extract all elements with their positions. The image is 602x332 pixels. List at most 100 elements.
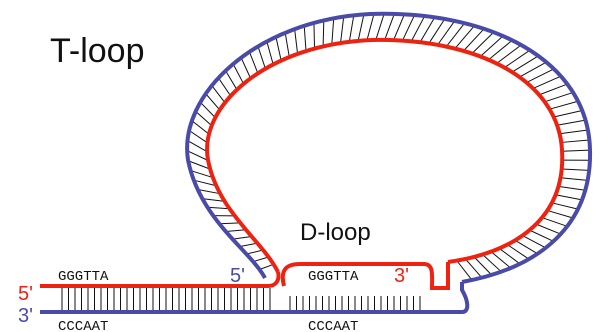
base-pair-rung [331, 18, 335, 45]
base-pair-rung [211, 85, 226, 104]
base-pair-rung [248, 51, 259, 74]
base-pair-rung [544, 91, 574, 103]
blue-3prime-end-label: 3' [18, 305, 33, 327]
red-5prime-end-label: 5' [18, 283, 33, 305]
base-pair-rung [454, 25, 475, 49]
base-pair-rung [266, 41, 274, 65]
base-pair-rung [490, 251, 511, 269]
red-strand-d-loop [280, 262, 450, 290]
base-pair-rung [437, 20, 456, 46]
base-pair-rung [187, 140, 208, 153]
base-pair-rung [482, 254, 502, 273]
base-pair-rung [558, 185, 586, 191]
base-pair-rung [532, 75, 562, 89]
base-pair-rung [384, 13, 395, 41]
base-pair-rung [556, 119, 586, 126]
base-pair-rung [348, 15, 355, 42]
base-pair-rung [257, 46, 266, 69]
base-pair-rung [322, 20, 325, 47]
base-pair-rung [547, 209, 574, 219]
base-pair-rung [549, 100, 579, 110]
base-pair-rung [538, 83, 568, 96]
base-pair-rung [195, 110, 212, 127]
base-pair-rung [535, 223, 561, 235]
base-pair-rung [200, 101, 216, 118]
base-pair-rung [463, 28, 485, 52]
base-pair-rung [553, 110, 583, 118]
base-pair-rung [529, 229, 554, 242]
base-pair-rung [225, 70, 238, 90]
base-pair-rung [465, 258, 483, 278]
base-pair-rungs [61, 13, 591, 310]
base-pair-rung [313, 22, 316, 49]
t-loop-label: T-loop [50, 32, 145, 70]
base-pair-rung [303, 25, 307, 52]
base-pair-rung [197, 189, 221, 195]
base-pair-rung [366, 13, 375, 41]
base-pair-rung [401, 14, 416, 41]
base-pair-rung [246, 249, 264, 255]
base-pair-rung [541, 217, 568, 227]
base-pair-rung [188, 130, 208, 144]
base-pair-rung [239, 242, 258, 248]
red-3prime-end-label: 3' [394, 265, 409, 287]
base-pair-rung [410, 15, 426, 42]
base-pair-rung [560, 177, 588, 181]
base-pair-rung [219, 222, 241, 225]
base-pair-rung [551, 202, 578, 210]
base-pair-rung [561, 139, 590, 143]
base-pair-rung [511, 55, 539, 73]
base-pair-rung [507, 244, 530, 260]
base-pair-rung [190, 170, 214, 179]
base-pair-rung [496, 44, 522, 64]
blue-5prime-end-label: 5' [230, 265, 245, 287]
base-pair-rung [562, 149, 591, 152]
base-pair-rung [561, 168, 590, 171]
base-pair-rung [526, 68, 555, 83]
base-pair-rung [275, 36, 282, 61]
base-pair-rung [240, 57, 252, 79]
base-pair-rung [428, 18, 446, 44]
red-strand-5prime [40, 271, 281, 288]
sequence-top-middle: GGGTTA [308, 269, 359, 285]
base-pair-rung [205, 93, 221, 111]
base-pair-rung [186, 150, 209, 161]
base-pair-rung [259, 263, 274, 270]
base-pair-rung [284, 32, 290, 58]
base-pair-rung [207, 206, 230, 210]
base-pair-rung [498, 247, 521, 265]
base-pair-rung [480, 35, 504, 57]
base-pair-rung [522, 235, 546, 249]
blue-strand-bottom [40, 282, 470, 314]
sequence-bottom-left: CCCAAT [58, 319, 108, 332]
base-pair-rung [193, 179, 217, 187]
base-pair-rung [488, 39, 513, 61]
base-pair-rung [357, 14, 365, 41]
base-pair-rung [456, 260, 473, 281]
base-pair-rung [471, 31, 494, 54]
sequence-bottom-middle: CCCAAT [308, 319, 358, 332]
base-pair-rung [225, 229, 246, 233]
base-pair-rung [252, 256, 269, 263]
sequence-top-left: GGGTTA [58, 269, 109, 285]
base-pair-rung [232, 63, 245, 85]
base-pair-rung [187, 160, 211, 170]
base-pair-rung [519, 61, 547, 78]
base-pair-rung [419, 17, 436, 43]
base-pair-rung [504, 49, 531, 68]
base-pair-rung [375, 13, 385, 41]
base-pair-rung [555, 194, 583, 201]
base-pair-rung [191, 120, 210, 135]
base-pair-rung [294, 29, 299, 54]
base-pair-rung [445, 22, 465, 47]
red-strand-loop [205, 37, 565, 273]
base-pair-rung [232, 235, 252, 240]
base-pair-rung [473, 256, 492, 276]
base-pair-rung [202, 198, 225, 202]
base-pair-rung [514, 239, 538, 255]
base-pair-rung [218, 77, 232, 97]
blue-strand-loop [185, 11, 593, 284]
base-pair-rung [340, 16, 345, 44]
base-pair-rung [393, 14, 405, 41]
